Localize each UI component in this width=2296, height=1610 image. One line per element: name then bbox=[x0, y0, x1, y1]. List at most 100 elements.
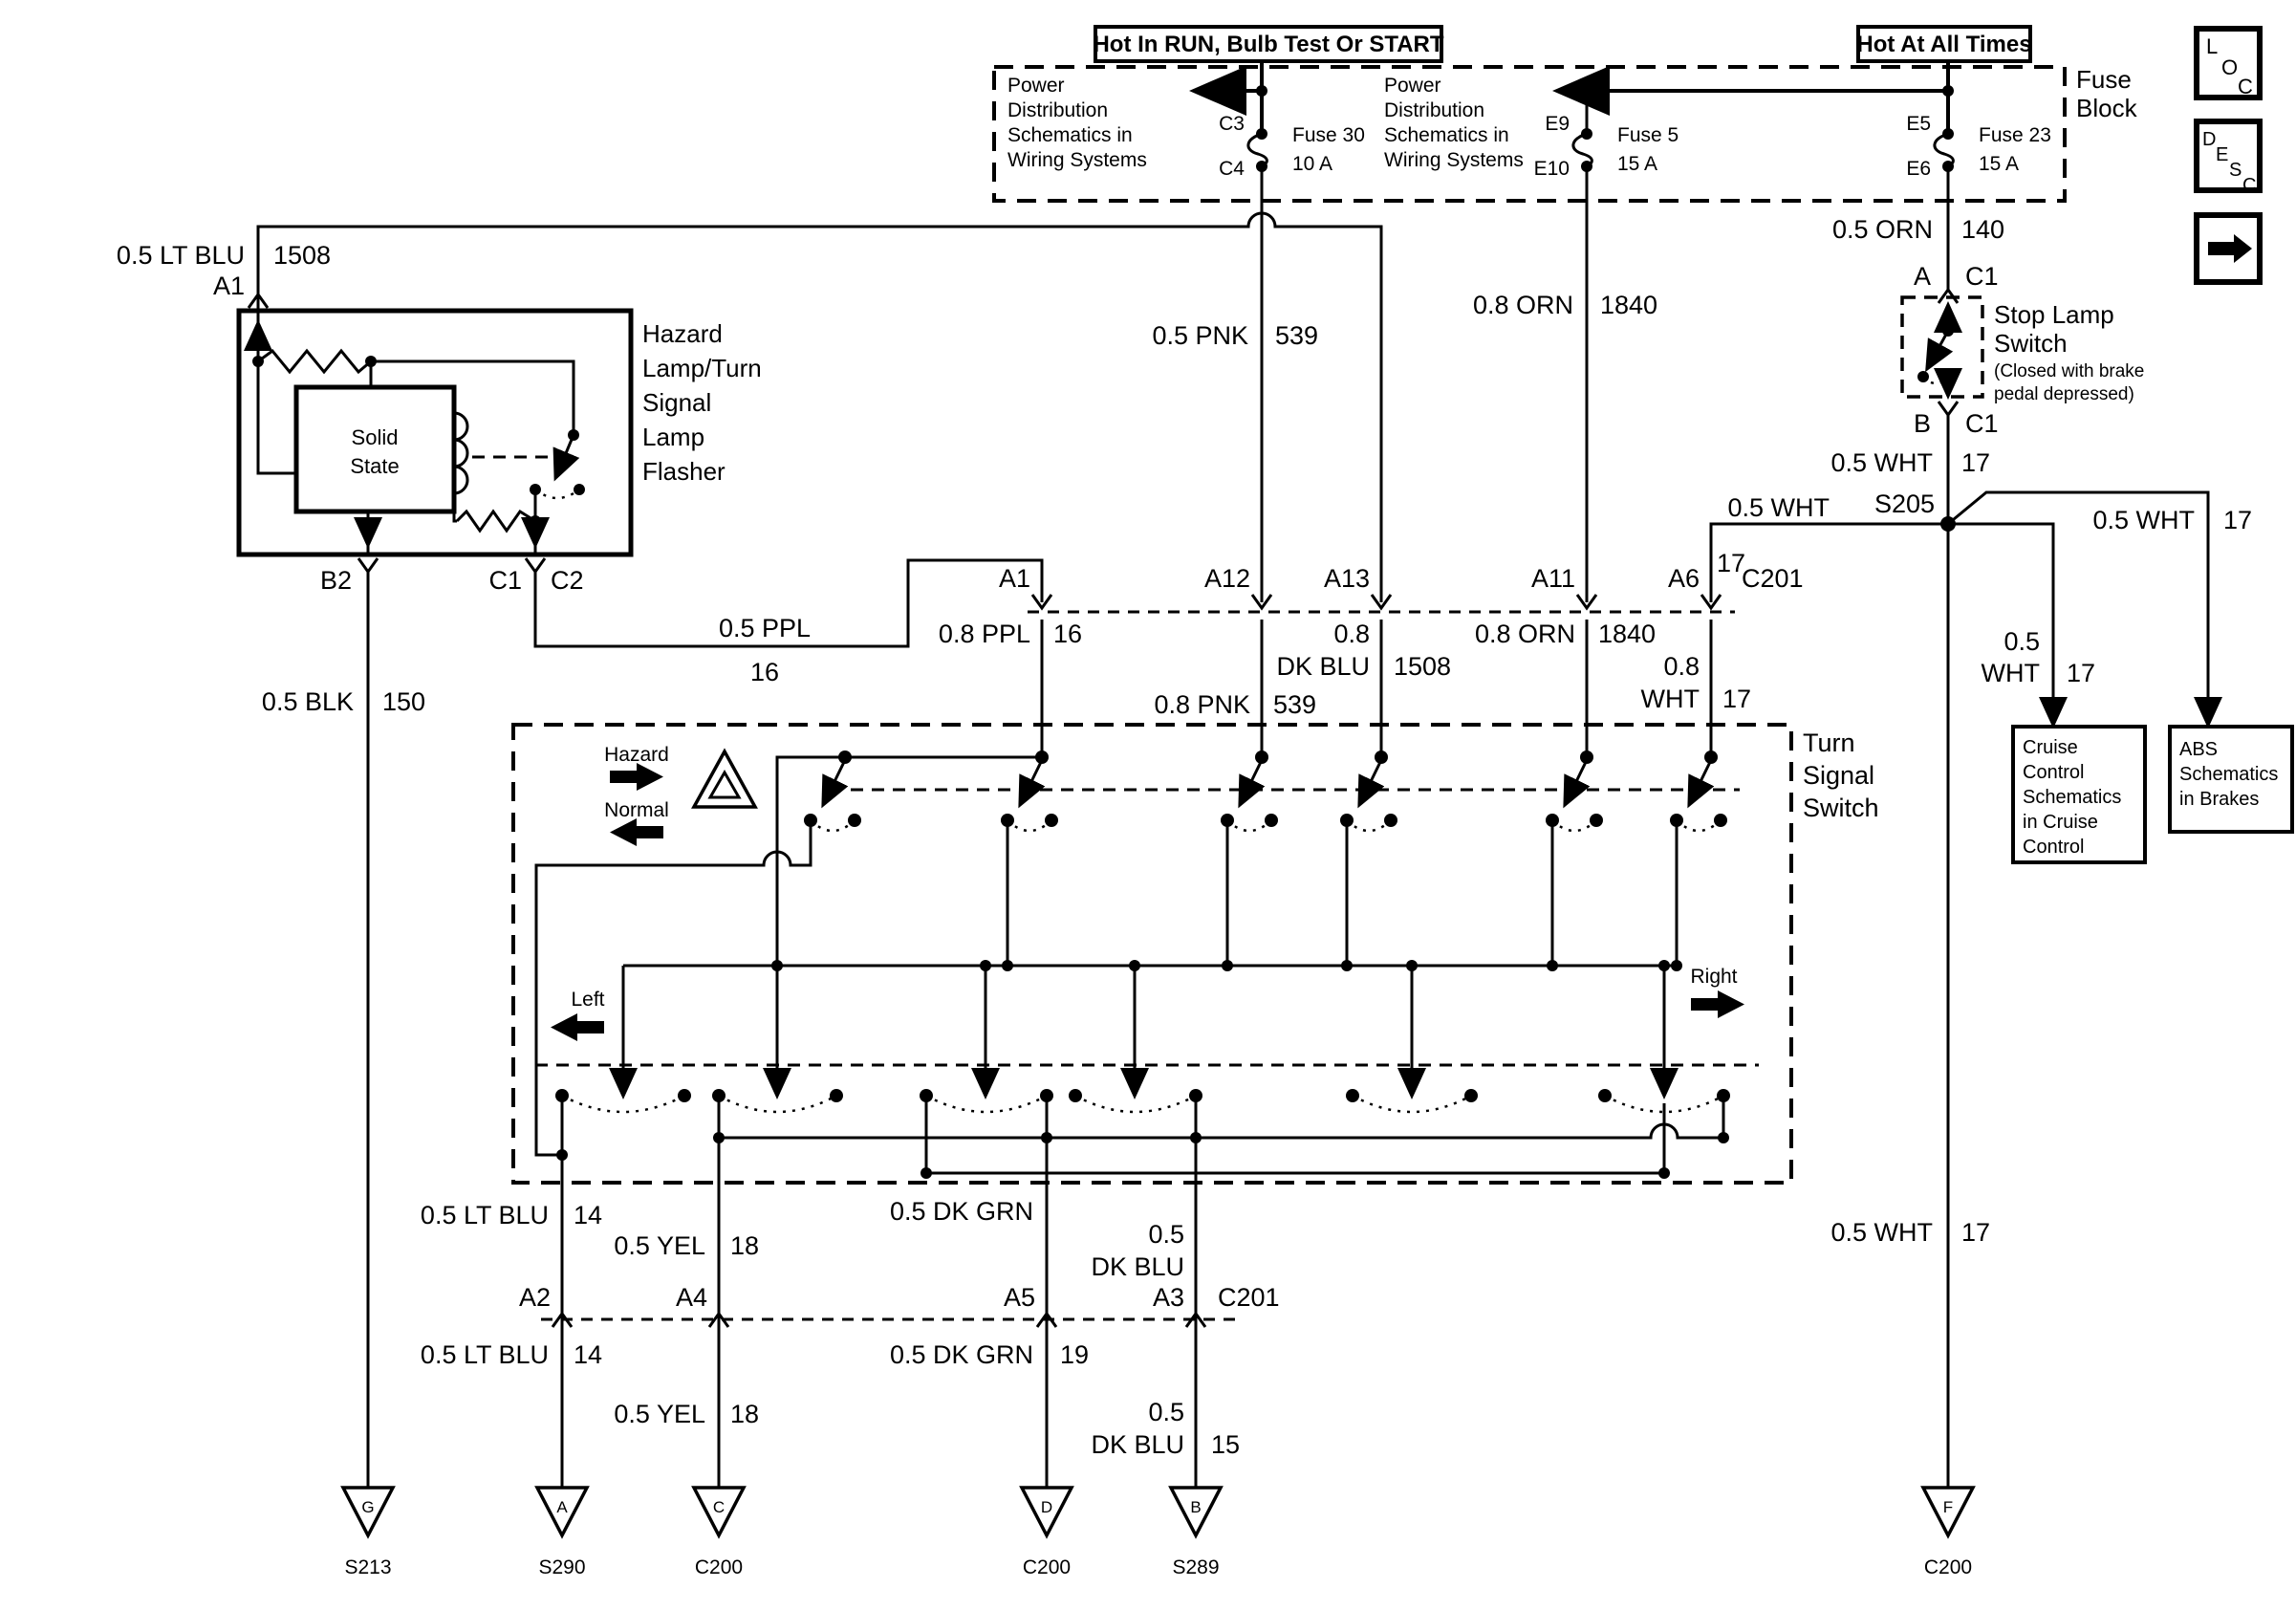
connector-triangle-c: C C200 bbox=[691, 1486, 747, 1578]
connector-chevron-down bbox=[1700, 594, 1722, 611]
next-arrow-button[interactable] bbox=[2194, 212, 2263, 285]
fuse-block-label-2: Block bbox=[2076, 94, 2138, 122]
wire-ltblu-1508: 0.5 LT BLU 1508 A1 bbox=[117, 211, 1383, 602]
abs-line-2: Schematics bbox=[2179, 764, 2278, 785]
resistor bbox=[455, 509, 536, 533]
wire-label-dkblu-a3-g1: 0.5 bbox=[1148, 1220, 1184, 1249]
wire-orn-140: 0.5 ORN 140 bbox=[1832, 166, 2004, 292]
triangle-name-s213: S213 bbox=[344, 1556, 391, 1578]
wire-label-orn140-circuit: 140 bbox=[1961, 215, 2004, 244]
wire-ppl-16: 0.5 PPL 16 bbox=[533, 558, 1044, 686]
wire-label-orn08-gauge: 0.8 ORN bbox=[1475, 620, 1575, 648]
abs-line-1: ABS bbox=[2179, 739, 2218, 760]
conn-bot-a3: A3 bbox=[1153, 1283, 1184, 1312]
connector-chevron-down bbox=[524, 557, 547, 575]
flasher-pin-b2: B2 bbox=[320, 566, 352, 595]
wire-label-dkblu08-g1: 0.8 bbox=[1333, 620, 1370, 648]
connector-chevron-up bbox=[247, 292, 270, 309]
triangle-name-s290: S290 bbox=[538, 1556, 585, 1578]
splice-s205-area: 0.5 WHT 17 0.5 WHT S205 17 0.5 WHT 17 0.… bbox=[1709, 415, 2252, 1488]
normal-label: Normal bbox=[604, 799, 669, 821]
wire-label-wht08-circuit: 17 bbox=[1722, 685, 1751, 713]
wire-label-ppl08-gauge: 0.8 PPL bbox=[939, 620, 1030, 648]
fuse5-rating: 15 A bbox=[1617, 153, 1657, 175]
triangle-pin-a: A bbox=[556, 1498, 568, 1516]
wire-label-ltblu-circuit: 1508 bbox=[273, 241, 331, 270]
pd-right-3: Schematics in bbox=[1384, 124, 1509, 146]
wire-label-blk-gauge: 0.5 BLK bbox=[262, 687, 354, 716]
wire-label-pnk08-circuit: 539 bbox=[1273, 690, 1316, 719]
loc-letter-o: O bbox=[2221, 55, 2238, 79]
resistor bbox=[257, 348, 372, 375]
desc-letter-d: D bbox=[2202, 129, 2216, 150]
wire-label-orn-gauge: 0.8 ORN bbox=[1473, 291, 1573, 319]
hazard-label: Hazard bbox=[604, 744, 669, 766]
relay-coil bbox=[453, 411, 469, 495]
wire-label-wht08-g1: 0.8 bbox=[1663, 652, 1700, 681]
fuse23-name: Fuse 23 bbox=[1979, 124, 2051, 146]
bottom-connectors: G S213 A S290 C C200 D C200 B S289 F C20… bbox=[340, 1486, 1976, 1578]
fuse5-pin-top: E9 bbox=[1545, 113, 1570, 135]
right-arrow-icon bbox=[1691, 990, 1744, 1018]
connector-chevron-down bbox=[1250, 594, 1273, 611]
connector-chevron-up bbox=[1184, 1311, 1207, 1328]
wire-pnk-539: 0.5 PNK 539 bbox=[1152, 166, 1318, 602]
power-distribution-note-right: Power Distribution Schematics in Wiring … bbox=[1384, 75, 1524, 171]
pd-left-1: Power bbox=[1007, 75, 1065, 97]
hot-in-run-box: Hot In RUN, Bulb Test Or START bbox=[1093, 25, 1444, 63]
lower-switch-units bbox=[555, 966, 1730, 1114]
triangle-pin-g: G bbox=[361, 1498, 374, 1516]
conn-bot-a5: A5 bbox=[1004, 1283, 1035, 1312]
conn-top-a12: A12 bbox=[1204, 564, 1250, 593]
wire-label-ppl-circuit: 16 bbox=[750, 658, 779, 686]
hazard-flasher: Hazard Lamp/Turn Signal Lamp Flasher Sol… bbox=[236, 308, 762, 595]
stop-lamp-conn-top: C1 bbox=[1965, 262, 1999, 291]
stop-lamp-note-2: pedal depressed) bbox=[1994, 384, 2134, 404]
wire-label-whtb-gauge: 0.5 WHT bbox=[1830, 448, 1933, 477]
fuse5-pin-bottom: E10 bbox=[1534, 158, 1570, 180]
cruise-control-ref-box: Cruise Control Schematics in Cruise Cont… bbox=[2011, 725, 2147, 864]
wire-label-ltblu-gauge: 0.5 LT BLU bbox=[117, 241, 245, 270]
connector-row-c201-bottom: A2 A4 A5 A3 C201 0.5 LT BLU 14 0.5 DK GR… bbox=[421, 1283, 1280, 1459]
hazard-warning-triangle-icon bbox=[691, 748, 758, 809]
pd-left-4: Wiring Systems bbox=[1007, 149, 1147, 171]
conn-bot-c201: C201 bbox=[1218, 1283, 1280, 1312]
conn-top-a1: A1 bbox=[999, 564, 1030, 593]
wire-label-whts205-gauge: 0.5 WHT bbox=[1727, 493, 1830, 522]
left-label: Left bbox=[571, 989, 604, 1011]
wire-label-dkblu-out-circuit: 15 bbox=[1211, 1430, 1240, 1459]
conn-top-c201: C201 bbox=[1742, 564, 1804, 593]
wire-label-dkgrn-a5-gauge: 0.5 DK GRN bbox=[890, 1197, 1033, 1226]
cruise-line-5: Control bbox=[2023, 837, 2084, 858]
wire-label-yel-out-gauge: 0.5 YEL bbox=[614, 1400, 705, 1428]
turn-signal-switch: Turn Signal Switch Hazard Normal bbox=[511, 723, 1879, 1185]
desc-letter-e: E bbox=[2216, 144, 2228, 165]
connector-chevron-up bbox=[551, 1311, 574, 1328]
wire-label-pnk-gauge: 0.5 PNK bbox=[1152, 321, 1248, 350]
triangle-name-s289: S289 bbox=[1172, 1556, 1219, 1578]
wire-label-dkblu-out-g2: DK BLU bbox=[1091, 1430, 1184, 1459]
wire-label-whtabs-gauge: 0.5 WHT bbox=[2092, 506, 2195, 534]
pd-left-3: Schematics in bbox=[1007, 124, 1133, 146]
wire-label-yel-a4-gauge: 0.5 YEL bbox=[614, 1231, 705, 1260]
stop-lamp-pin-a: A bbox=[1914, 262, 1931, 291]
fuse30-name: Fuse 30 bbox=[1292, 124, 1365, 146]
solid-state-2: State bbox=[350, 454, 399, 478]
stop-lamp-conn-bottom: C1 bbox=[1965, 409, 1999, 438]
wire-label-ltblu-a2-gauge: 0.5 LT BLU bbox=[421, 1201, 549, 1229]
stop-lamp-note-1: (Closed with brake bbox=[1994, 361, 2144, 381]
connector-chevron-down bbox=[1030, 594, 1053, 611]
pd-right-4: Wiring Systems bbox=[1384, 149, 1524, 171]
fuse-block-label-1: Fuse bbox=[2076, 65, 2132, 94]
triangle-pin-c: C bbox=[713, 1498, 725, 1516]
loc-letter-l: L bbox=[2206, 34, 2218, 58]
tss-title-3: Switch bbox=[1803, 794, 1879, 822]
desc-button[interactable]: D E S C bbox=[2194, 119, 2263, 196]
conn-top-a11: A11 bbox=[1531, 564, 1575, 593]
wire-label-orn140-gauge: 0.5 ORN bbox=[1832, 215, 1933, 244]
connector-chevron-down bbox=[357, 557, 379, 575]
loc-button[interactable]: L O C bbox=[2194, 26, 2263, 100]
wire-label-whtb-circuit: 17 bbox=[1961, 448, 1990, 477]
upper-switch-units bbox=[804, 759, 1727, 833]
